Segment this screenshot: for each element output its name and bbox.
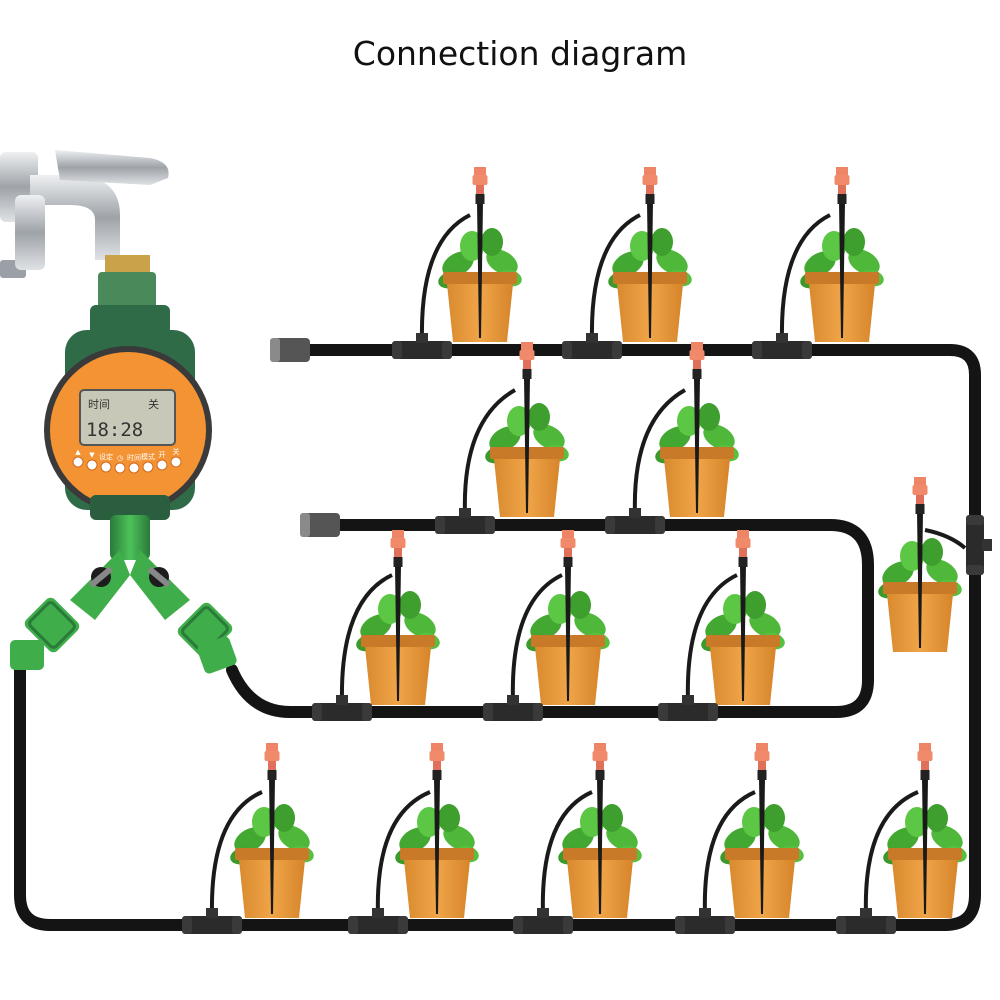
timer-button-label: 设定 <box>99 452 113 461</box>
tubing <box>14 344 981 931</box>
lcd-time-readout: 18:28 <box>86 419 143 441</box>
faucet-icon <box>0 150 169 278</box>
timer-button-label: ◷ <box>117 454 124 462</box>
timer-button-labels: ▲ ▼ 设定 ◷时间模式开关 <box>75 447 179 462</box>
timer-button-label: 开 <box>159 451 166 459</box>
timer-button-label: ▼ <box>89 451 95 459</box>
timer-button-label: 模式 <box>141 452 155 461</box>
timer-button-label: ▲ <box>75 448 81 456</box>
timer-icon <box>44 272 212 520</box>
timer-button-label: 时间 <box>127 453 141 462</box>
micro-tubes <box>209 213 967 916</box>
lcd-label-off: 关 <box>148 397 159 411</box>
y-splitter-icon <box>10 515 237 674</box>
diagram-title: Connection diagram <box>352 34 688 73</box>
lcd-label-time: 时间 <box>88 398 110 411</box>
end-plug-icon <box>270 338 340 537</box>
timer-button-label: 关 <box>173 447 180 456</box>
